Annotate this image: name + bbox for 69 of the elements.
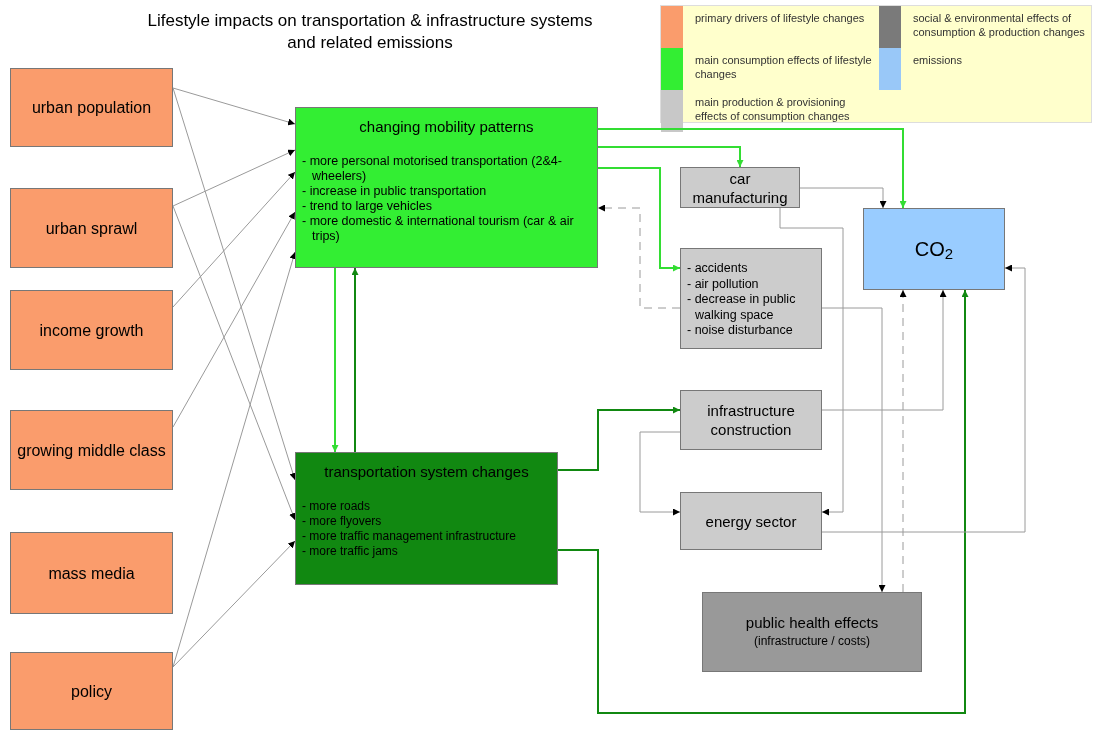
list-item: - noise disturbance [687,323,793,339]
arrow [557,289,969,714]
arrow [821,307,886,593]
driver-box [10,188,173,268]
list-item: - increase in public transportation [302,184,487,199]
list-item: - more traffic jams [302,544,398,559]
list-item: - air pollution [687,276,759,292]
arrow [557,406,681,471]
arrow [172,171,296,308]
arrow [597,204,681,309]
arrow [899,289,907,593]
arrow [597,146,744,168]
arrow [331,267,339,453]
list-item: - more traffic management infrastructure [302,529,516,544]
arrow [597,128,907,209]
driver-box [10,652,173,730]
box-label: urban population [31,98,152,117]
arrow [799,187,887,209]
box-label: income growth [39,320,144,340]
legend-text: social & environmental effects of consumption & production changes [913,11,1086,40]
effects-list-box [680,248,822,349]
box-label: mass media [48,563,135,583]
emissions-box [863,208,1005,290]
arrow [172,251,297,668]
arrow [821,264,1026,533]
arrow [779,207,844,516]
arrow [597,167,681,272]
legend-text: main production & provisioning effects of consumption changes [695,95,851,124]
arrow [172,87,297,481]
driver-box [10,290,173,370]
box-heading: transportation system changes [323,463,530,481]
driver-box [10,68,173,147]
arrow [172,87,296,126]
box-heading: changing mobility patterns [358,118,535,136]
box-label: growing middle class [17,440,166,460]
arrow [821,289,947,411]
list-item: - more flyovers [302,514,382,529]
arrow [172,211,296,428]
arrow [172,149,296,207]
box-label: policy [71,681,112,701]
arrow [351,267,359,453]
list-item: - trend to large vehicles [302,199,432,214]
production-effect-box [680,390,822,450]
list-item: - decrease in public walking space [687,292,797,323]
list-item: - more roads [302,499,371,514]
arrow [639,431,681,516]
box-label: energy sector [705,511,797,531]
arrow [172,205,296,521]
production-effect-box [680,167,800,208]
legend-text: emissions [913,53,963,68]
driver-box [10,532,173,614]
box-label: public health effects [745,613,879,632]
production-effect-box [680,492,822,550]
list-item: - more domestic & international tourism (car & air trips) [302,214,575,244]
list-item: - more personal motorised transportation (2&4-wheelers) [302,154,563,184]
box-label: car manufacturing [691,168,789,207]
legend-text: main consumption effects of lifestyle changes [695,53,873,82]
arrow [172,540,296,668]
consumption-effect-box [295,452,558,585]
diagram-title: Lifestyle impacts on transportation & infrastructure systems and related emissions [146,10,594,54]
box-label: infrastructure construction [706,401,796,439]
box-label: CO$_{2}$ [914,239,954,259]
consumption-effect-box [295,107,598,268]
box-label: urban sprawl [45,218,138,238]
list-item: - accidents [687,261,748,277]
box-sublabel: (infrastructure / costs) [754,633,870,650]
legend-text: primary drivers of lifestyle changes [695,11,866,26]
driver-box [10,410,173,490]
social-effect-box [702,592,922,672]
